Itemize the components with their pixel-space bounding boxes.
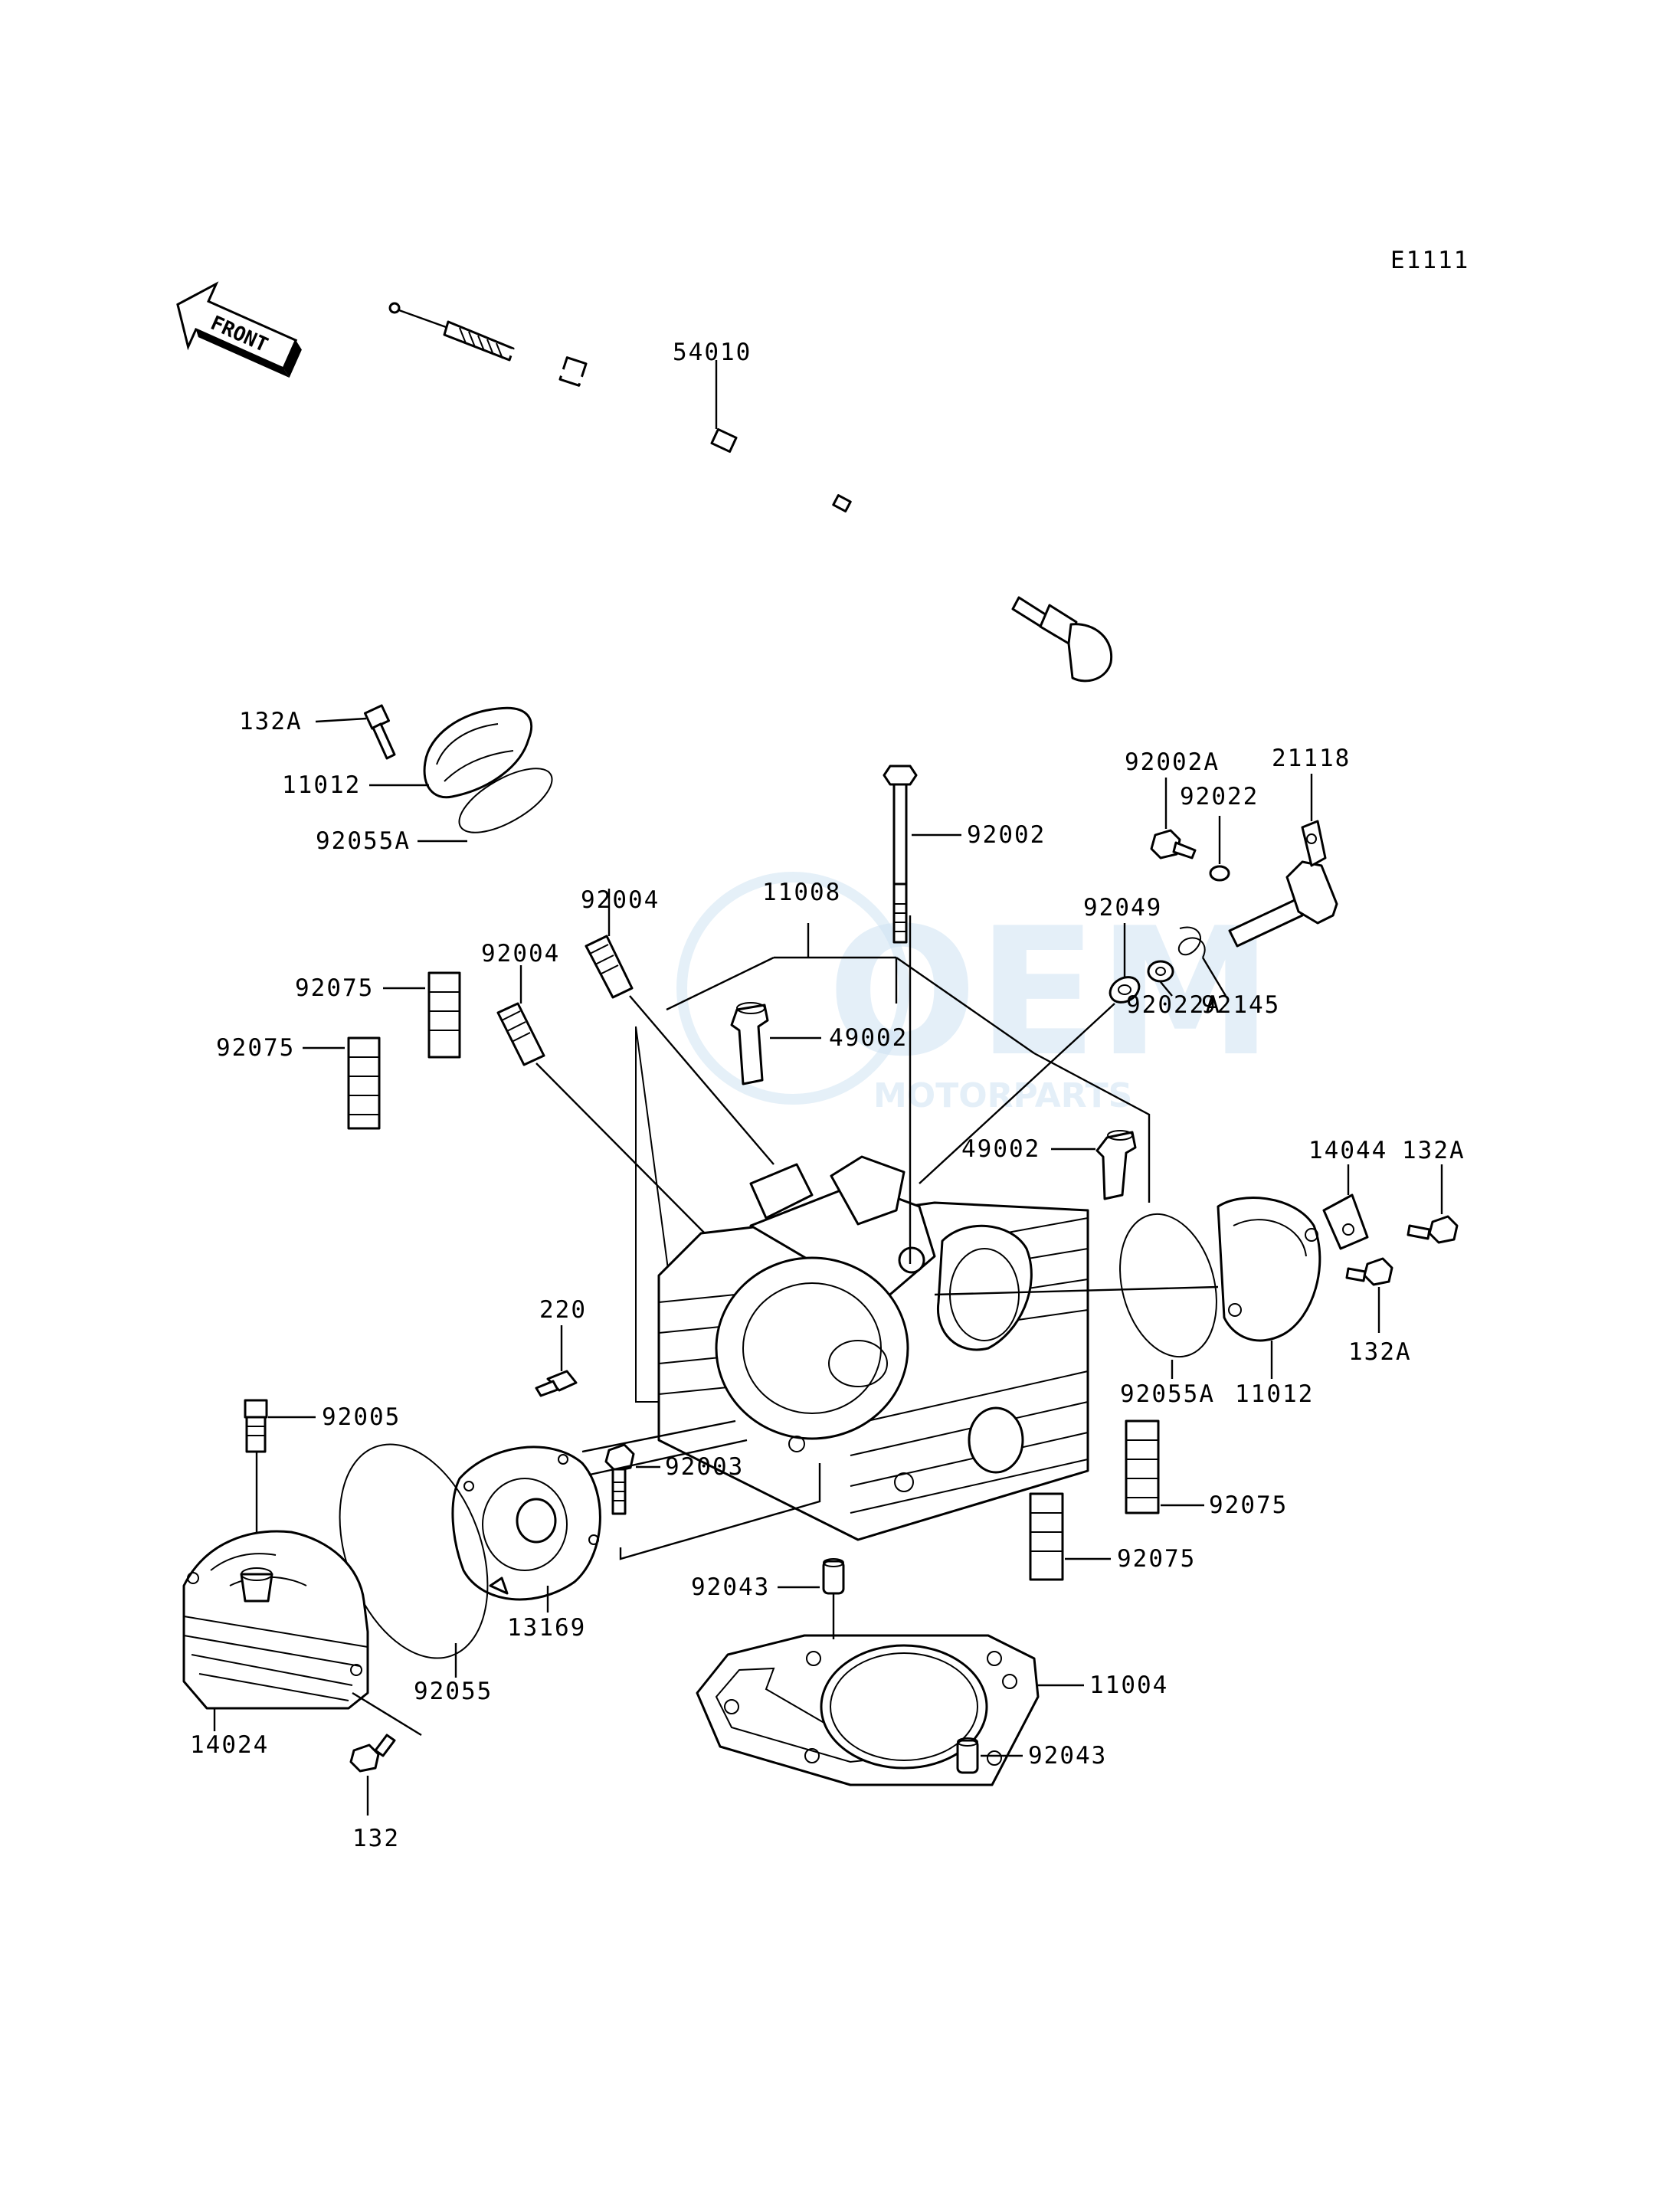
callout-92075-d: 92075 <box>1117 1545 1196 1573</box>
callout-92022: 92022 <box>1180 783 1259 810</box>
callout-11004: 11004 <box>1089 1671 1168 1699</box>
cable-54010: 54010 <box>388 302 1113 683</box>
callout-49002-b: 49002 <box>961 1135 1040 1163</box>
callout-49002-a: 49002 <box>829 1024 908 1052</box>
callout-132a-top: 132A <box>239 708 303 735</box>
front-arrow-icon: FRONT <box>176 281 302 378</box>
rubber-dampers-92075-left: 92075 92075 <box>216 971 461 1130</box>
callout-92043-a: 92043 <box>691 1573 770 1601</box>
callout-92004-a: 92004 <box>581 886 660 914</box>
callout-92003: 92003 <box>665 1453 744 1481</box>
callout-11012-top: 11012 <box>282 771 361 799</box>
diagram-code: E1111 <box>1390 247 1469 274</box>
callout-13169: 13169 <box>507 1614 586 1642</box>
callout-132a-right-2: 132A <box>1348 1338 1412 1366</box>
callout-92049: 92049 <box>1083 894 1162 922</box>
callout-92075-c: 92075 <box>1209 1491 1288 1519</box>
watermark-sub-text: MOTORPARTS <box>873 1076 1132 1115</box>
callout-14044: 14044 <box>1308 1137 1387 1164</box>
callout-92002: 92002 <box>967 821 1046 849</box>
head-gasket-assembly: 92043 11004 92043 <box>691 1558 1168 1786</box>
callout-92075-a: 92075 <box>295 974 374 1002</box>
callout-92075-b: 92075 <box>216 1034 295 1062</box>
callout-92004-b: 92004 <box>481 940 560 968</box>
callout-14024: 14024 <box>190 1731 269 1759</box>
callout-92055: 92055 <box>414 1678 493 1705</box>
bolt-92003: 92003 <box>581 1419 821 1560</box>
cylinder-head-11008 <box>635 915 1151 1541</box>
rubber-dampers-92075-right: 92075 92075 <box>1029 1419 1288 1581</box>
callout-92055a-top: 92055A <box>316 827 411 855</box>
valve-guides-49002: 49002 49002 <box>730 1002 1137 1200</box>
screw-220: 220 <box>535 1296 587 1397</box>
callout-92043-b: 92043 <box>1028 1742 1107 1770</box>
callout-54010: 54010 <box>673 339 752 366</box>
callout-92002a: 92002A <box>1125 748 1220 776</box>
callout-11008: 11008 <box>762 879 841 906</box>
callout-132a-right-1: 132A <box>1402 1137 1465 1164</box>
callout-92055a-right: 92055A <box>1120 1380 1215 1408</box>
callout-92022a: 92022A <box>1126 991 1221 1019</box>
bolt-92002: 92002 <box>883 765 1046 944</box>
right-upper-small-parts: 92002A 92022 21118 92145 92049 92022A <box>1083 745 1351 1019</box>
callout-group-11008: 11008 <box>666 879 1035 1054</box>
callout-21118: 21118 <box>1272 745 1351 772</box>
right-cover-assembly: 14044 132A 132A 92055A 11012 <box>934 1137 1465 1408</box>
studs-92004: 92004 92004 <box>481 886 775 1234</box>
left-lower-cover-assembly: 13169 92055 14024 132 <box>182 1443 601 1852</box>
callout-92145: 92145 <box>1201 991 1280 1019</box>
callout-92005: 92005 <box>322 1403 401 1431</box>
callout-11012-right: 11012 <box>1235 1380 1314 1408</box>
upper-left-cover-assembly: 132A 11012 92055A <box>239 704 553 855</box>
callout-132: 132 <box>352 1825 400 1852</box>
callout-220: 220 <box>539 1296 587 1324</box>
